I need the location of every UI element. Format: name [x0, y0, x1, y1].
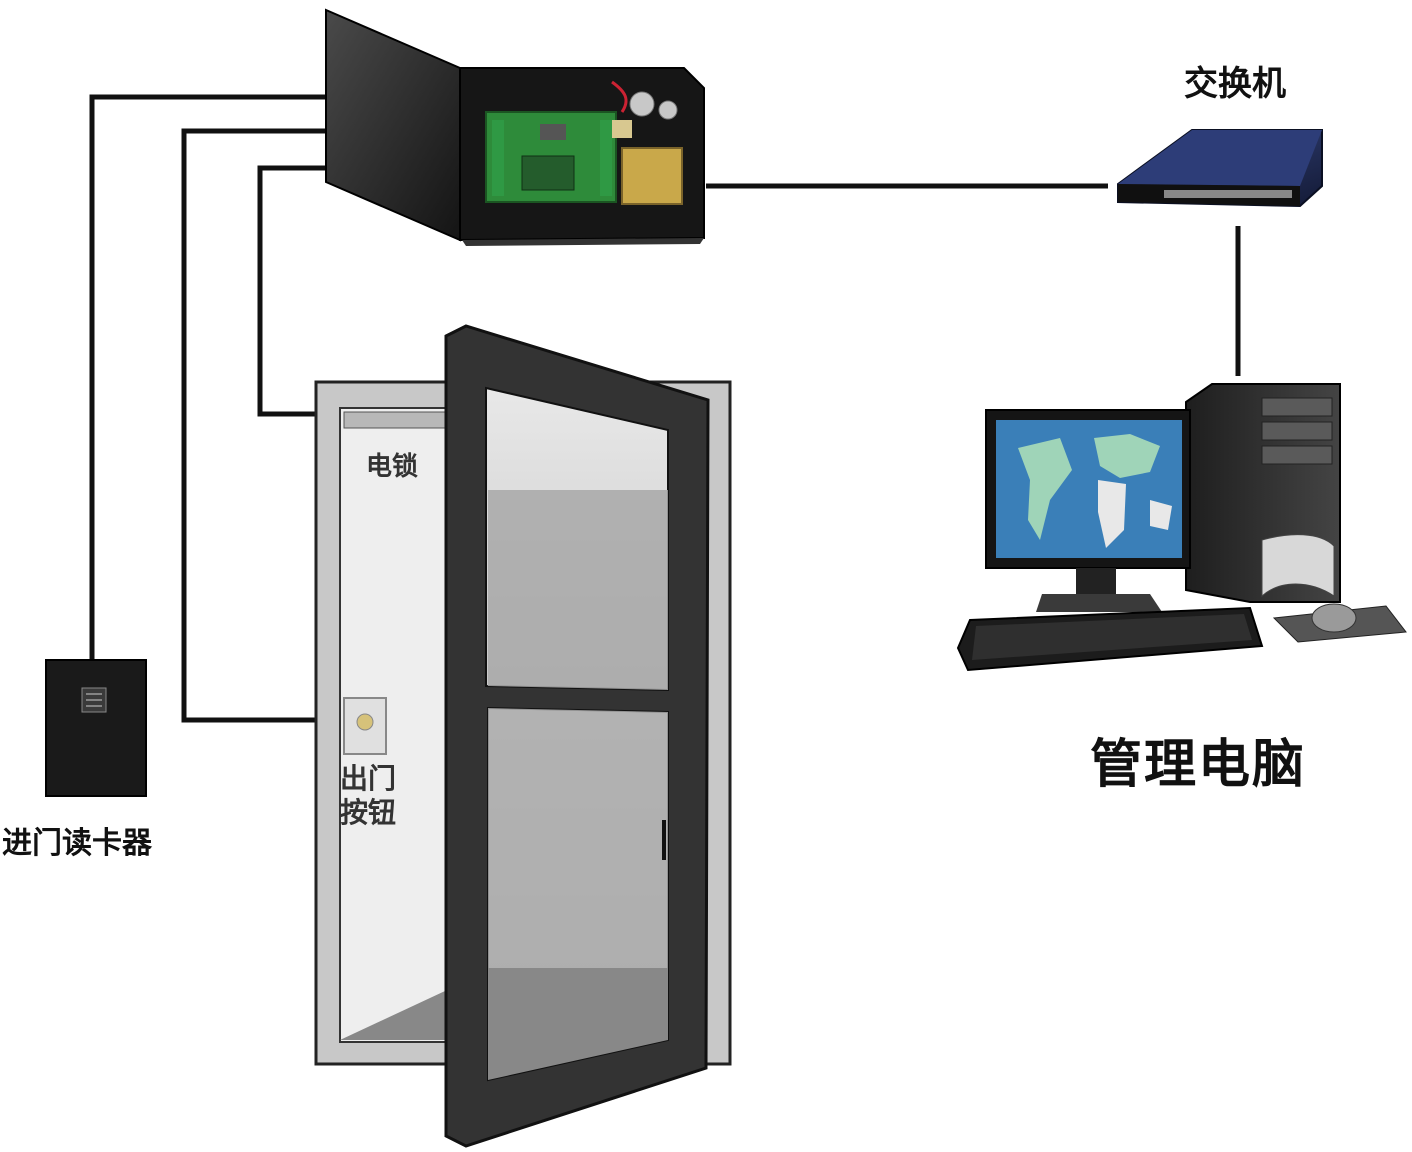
- card-reader-label: 进门读卡器: [2, 826, 152, 861]
- exit-button-label-line2: 按钮: [340, 796, 397, 829]
- controller-box-icon: [325, 8, 705, 246]
- exit-button-icon: [343, 697, 387, 755]
- management-pc-label: 管理电脑: [1090, 735, 1307, 795]
- exit-button-label: 出门 按钮: [340, 762, 396, 830]
- electric-lock-label: 电锁: [366, 452, 419, 482]
- switch-label: 交换机: [1184, 64, 1286, 104]
- network-switch-icon: [1117, 129, 1323, 208]
- wiring: [89, 94, 1241, 723]
- door-icon: [314, 324, 732, 1148]
- wire-exit-button: [181, 128, 326, 723]
- desktop-computer-icon: [956, 383, 1407, 672]
- wire-lock: [257, 165, 326, 417]
- card-reader-icon: [45, 659, 147, 797]
- exit-button-label-line1: 出门: [340, 762, 397, 795]
- wire-reader: [89, 94, 326, 660]
